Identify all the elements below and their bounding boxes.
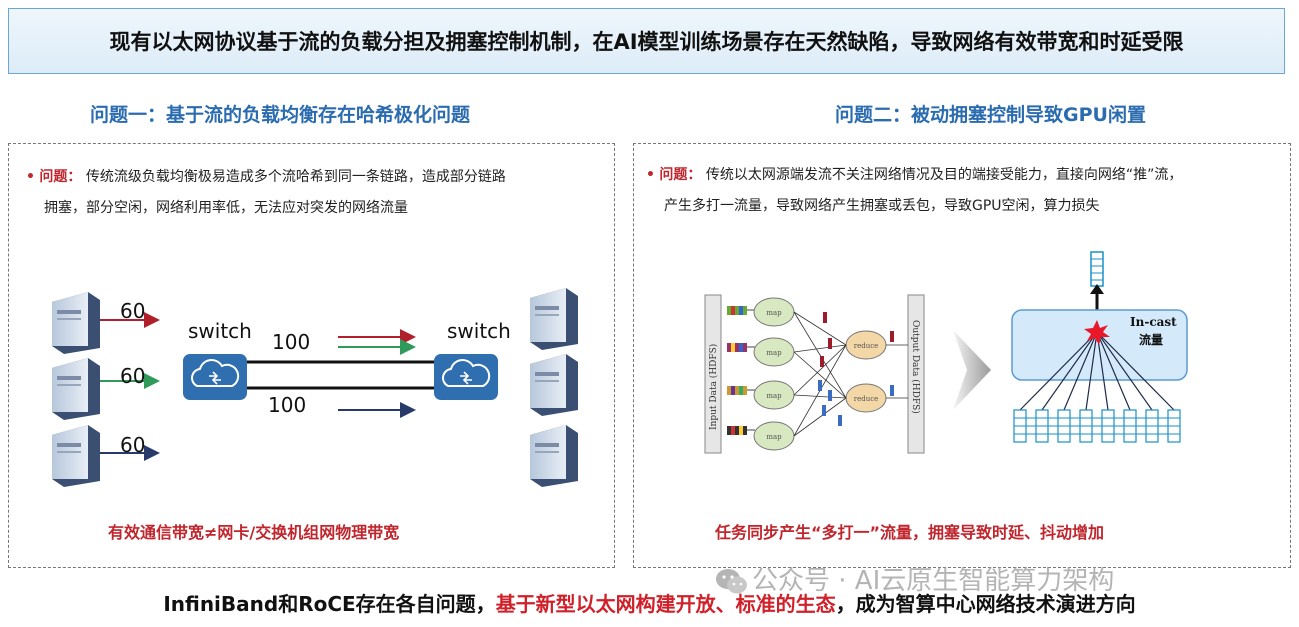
footer-highlight: 基于新型以太网构建开放、标准的生态	[495, 592, 836, 616]
server-icon	[52, 425, 100, 487]
left-desc-line1: 传统流级负载均衡极易造成多个流哈希到同一条链路，造成部分链路	[85, 169, 506, 185]
input-data-label: Input Data (HDFS)	[708, 344, 719, 430]
flow-label-1: 60	[120, 299, 146, 323]
switch-right-label: switch	[447, 319, 511, 343]
left-caption: 有效通信带宽≠网卡/交换机组网物理带宽	[108, 523, 400, 542]
input-blocks	[727, 306, 747, 435]
packet-blocks	[818, 312, 894, 426]
mapreduce-diagram: Input Data (HDFS) Output Data (HDFS) map…	[704, 294, 925, 454]
left-panel	[8, 143, 615, 568]
bullet-dot: •	[646, 167, 655, 183]
output-data-label: Output Data (HDFS)	[910, 320, 921, 414]
shuffle-links	[793, 311, 908, 437]
left-desc-line2: 拥塞，部分空闲，网络利用率低，无法应对突发的网络流量	[44, 200, 408, 216]
server-icon	[530, 354, 578, 416]
transition-arrow-icon	[953, 330, 991, 410]
congestion-burst-icon	[1084, 320, 1110, 345]
receiver-queue-icon	[1090, 251, 1104, 287]
right-desc-label: 问题：	[659, 167, 702, 183]
svg-text:map: map	[766, 433, 782, 441]
sender-queue-slots	[1014, 417, 1180, 435]
bullet-dot: •	[26, 169, 35, 185]
right-description: • 问题： 传统以太网源端发流不关注网络情况及目的端接受能力，直接向网络“推”流…	[646, 160, 1286, 222]
incast-diagram	[1011, 251, 1188, 443]
incast-label-line2: 流量	[1139, 333, 1164, 347]
left-heading: 问题一：基于流的负载均衡存在哈希极化问题	[90, 104, 471, 126]
reduce-node: reduce	[845, 330, 887, 360]
hash-polarization-diagram	[52, 288, 578, 487]
map-node: map	[753, 421, 795, 451]
network-cloud-box	[1011, 309, 1188, 381]
footer-part1: InfiniBand和RoCE存在各自问题，	[163, 592, 496, 616]
link-bottom-label: 100	[268, 393, 307, 417]
svg-text:map: map	[766, 309, 782, 317]
svg-text:reduce: reduce	[854, 395, 879, 403]
server-icon	[52, 292, 100, 354]
right-panel	[633, 143, 1291, 568]
left-description: • 问题： 传统流级负载均衡极易造成多个流哈希到同一条链路，造成部分链路 拥塞，…	[26, 162, 606, 224]
right-desc-line2: 产生多打一流量，导致网络产生拥塞或丢包，导致GPU空闲，算力损失	[664, 198, 1100, 214]
switch-left-label: switch	[188, 319, 252, 343]
watermark-text: 公众号 · AI云原生智能算力架构	[752, 566, 1115, 596]
footer-part2: ，成为智算中心网络技术演进方向	[835, 592, 1136, 616]
output-data-bar	[907, 294, 925, 454]
link-top-label: 100	[272, 330, 311, 354]
svg-text:reduce: reduce	[854, 342, 879, 350]
map-node: map	[753, 380, 795, 410]
wechat-icon	[716, 569, 747, 594]
input-data-bar	[704, 294, 722, 454]
top-banner: 现有以太网协议基于流的负载分担及拥塞控制机制，在AI模型训练场景存在天然缺陷，导…	[8, 8, 1285, 74]
svg-text:map: map	[766, 392, 782, 400]
map-node: map	[753, 297, 795, 327]
input-arrows	[747, 309, 755, 431]
switch-right-icon	[434, 354, 498, 400]
right-heading: 问题二：被动拥塞控制导致GPU闲置	[835, 104, 1146, 126]
left-desc-label: 问题：	[39, 169, 82, 185]
right-caption: 任务同步产生“多打一”流量，拥塞导致时延、抖动增加	[715, 523, 1105, 542]
flow-label-2: 60	[120, 364, 146, 388]
reduce-node: reduce	[845, 383, 887, 413]
incast-lines	[1019, 331, 1175, 411]
banner-title: 现有以太网协议基于流的负载分担及拥塞控制机制，在AI模型训练场景存在天然缺陷，导…	[109, 30, 1184, 54]
flow-label-3: 60	[120, 433, 146, 457]
map-node: map	[753, 337, 795, 367]
svg-text:map: map	[766, 349, 782, 357]
server-icon	[530, 425, 578, 487]
right-desc-line1: 传统以太网源端发流不关注网络情况及目的端接受能力，直接向网络“推”流，	[705, 167, 1183, 183]
incast-label-line1: In-cast	[1130, 315, 1177, 329]
switch-left-icon	[183, 354, 247, 400]
server-icon	[52, 358, 100, 420]
footer-conclusion: InfiniBand和RoCE存在各自问题，基于新型以太网构建开放、标准的生态，…	[0, 588, 1299, 617]
server-icon	[530, 288, 578, 350]
